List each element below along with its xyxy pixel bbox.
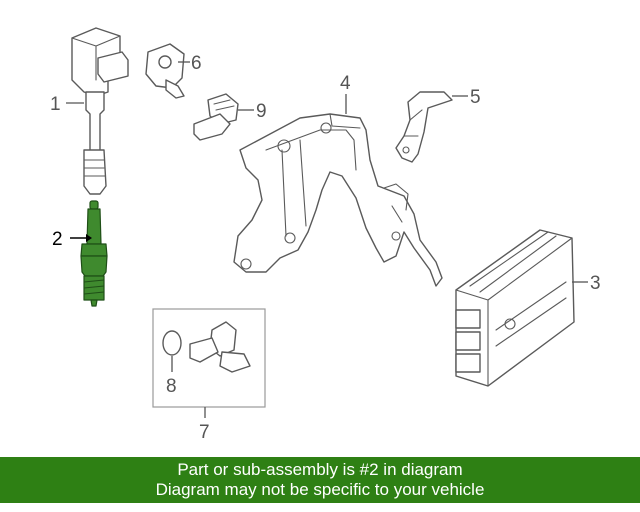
callout-2[interactable]: 2 xyxy=(52,229,63,250)
o-ring-part[interactable] xyxy=(162,330,182,356)
callout-9[interactable]: 9 xyxy=(256,101,267,122)
callout-7[interactable]: 7 xyxy=(199,422,210,443)
banner-line-1: Part or sub-assembly is #2 in diagram xyxy=(177,460,463,479)
ecm-bracket-part[interactable] xyxy=(233,113,443,287)
callout-6[interactable]: 6 xyxy=(191,53,202,74)
callout-3[interactable]: 3 xyxy=(590,273,601,294)
ignition-coil-part[interactable] xyxy=(71,27,129,195)
arrow-2 xyxy=(86,234,92,242)
kit-7-box xyxy=(152,308,266,408)
info-banner: Part or sub-assembly is #2 in diagram Di… xyxy=(0,457,640,503)
spark-plug-part[interactable] xyxy=(80,200,108,307)
callout-4[interactable]: 4 xyxy=(340,73,351,94)
knock-sensor-part[interactable] xyxy=(145,43,185,99)
banner-line-2: Diagram may not be specific to your vehi… xyxy=(155,480,485,499)
callout-8[interactable]: 8 xyxy=(166,376,177,397)
callout-5[interactable]: 5 xyxy=(470,87,481,108)
callout-1[interactable]: 1 xyxy=(50,94,61,115)
crank-position-sensor-part[interactable] xyxy=(193,93,239,141)
small-bracket-part[interactable] xyxy=(395,91,453,163)
cam-position-sensor-part[interactable] xyxy=(189,321,251,373)
ecm-part[interactable] xyxy=(455,229,575,387)
